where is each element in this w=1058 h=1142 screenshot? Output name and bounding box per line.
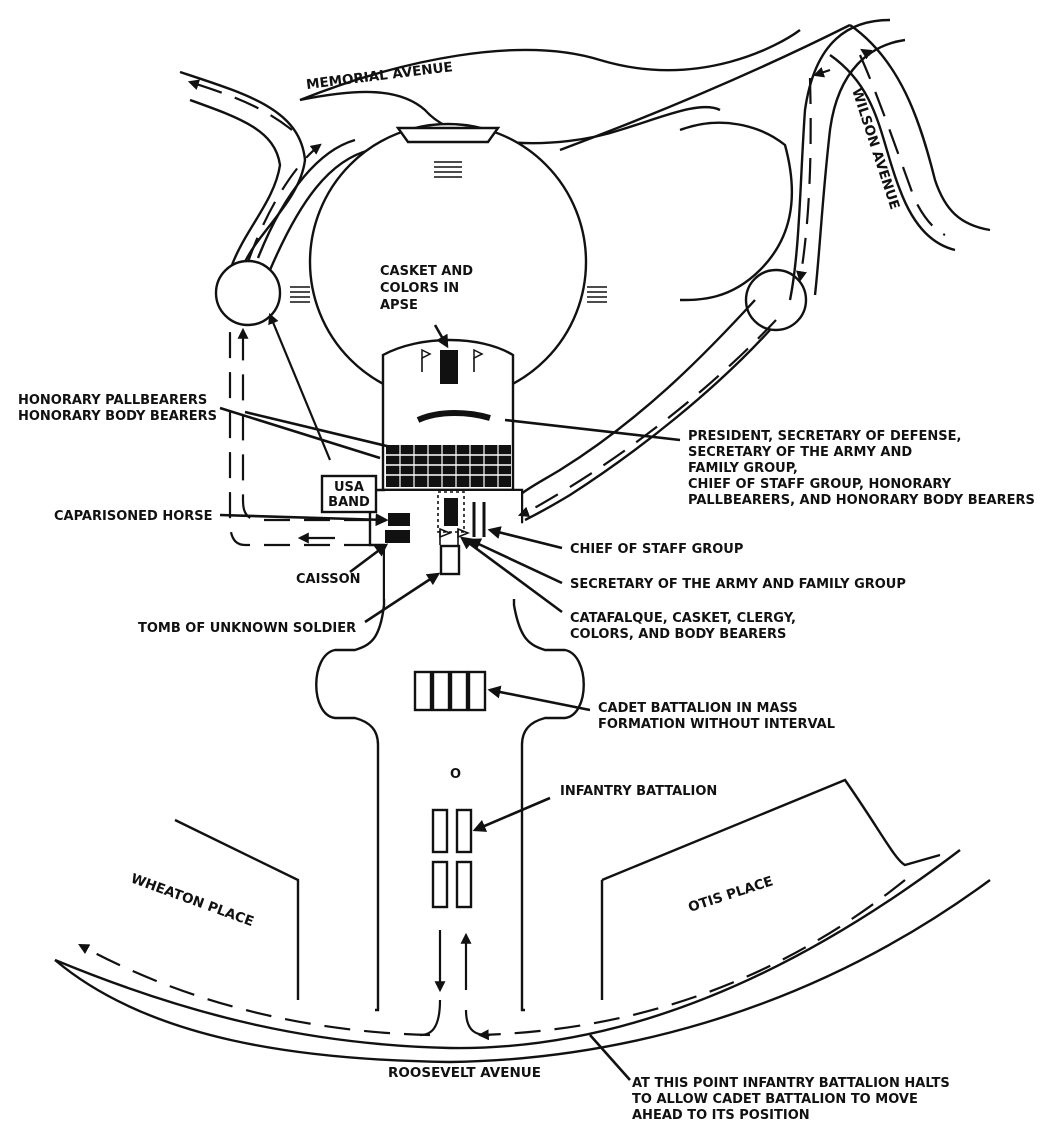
leader-lines bbox=[219, 324, 681, 1081]
caparisoned-horse-mark bbox=[388, 513, 410, 526]
caisson-mark bbox=[385, 530, 410, 543]
caparisoned-horse-label: CAPARISONED HORSE bbox=[54, 509, 213, 524]
otis-place-label: OTIS PLACE bbox=[686, 873, 775, 915]
infantry-battalion-formation bbox=[431, 808, 473, 909]
catafalque-boundary bbox=[437, 491, 465, 533]
halt-note-line-3: AHEAD TO ITS POSITION bbox=[632, 1108, 810, 1123]
president-group-line-4: CHIEF OF STAFF GROUP, HONORARY bbox=[688, 477, 952, 492]
president-group-line-1: PRESIDENT, SECRETARY OF DEFENSE, bbox=[688, 429, 961, 444]
president-group-line-5: PALLBEARERS, AND HONORARY BODY BEARERS bbox=[688, 493, 1035, 508]
chief-of-staff-label: CHIEF OF STAFF GROUP bbox=[570, 542, 743, 557]
infantry-label: INFANTRY BATTALION bbox=[560, 784, 717, 799]
tomb-of-unknown-soldier bbox=[439, 544, 461, 576]
plaza-and-mall bbox=[315, 488, 585, 1012]
apse-building bbox=[381, 338, 515, 492]
casket-apse-line-3: APSE bbox=[380, 298, 418, 313]
president-group-arc bbox=[416, 410, 491, 423]
wilson-avenue-label: WILSON AVENUE bbox=[848, 86, 902, 211]
catafalque-flags bbox=[439, 527, 471, 545]
chief-of-staff-group-marks bbox=[472, 502, 486, 537]
cadet-line-1: CADET BATTALION IN MASS bbox=[598, 701, 798, 716]
stage-trapezoid bbox=[395, 126, 501, 144]
amphitheater bbox=[290, 122, 607, 402]
marker-o: O bbox=[450, 767, 461, 782]
colors-flags-apse bbox=[421, 348, 484, 372]
steps-left bbox=[290, 286, 310, 303]
cadet-line-2: FORMATION WITHOUT INTERVAL bbox=[598, 717, 835, 732]
steps-right bbox=[587, 286, 607, 303]
honorary-seating bbox=[386, 445, 511, 487]
usa-band-line-1: USA bbox=[334, 480, 364, 495]
catafalque-line-1: CATAFALQUE, CASKET, CLERGY, bbox=[570, 611, 796, 626]
wheaton-place-label: WHEATON PLACE bbox=[129, 871, 256, 930]
halt-note-line-1: AT THIS POINT INFANTRY BATTALION HALTS bbox=[632, 1076, 950, 1091]
tomb-label: TOMB OF UNKNOWN SOLDIER bbox=[138, 621, 356, 636]
secretary-family-label: SECRETARY OF THE ARMY AND FAMILY GROUP bbox=[570, 577, 906, 592]
halt-note-line-2: TO ALLOW CADET BATTALION TO MOVE bbox=[632, 1092, 918, 1107]
casket-apse-line-1: CASKET AND bbox=[380, 264, 473, 279]
usa-band: USA BAND bbox=[320, 474, 378, 514]
catafalque-casket bbox=[444, 498, 458, 526]
roosevelt-avenue-label: ROOSEVELT AVENUE bbox=[388, 1065, 541, 1081]
honorary-line-2: HONORARY BODY BEARERS bbox=[18, 409, 217, 424]
honorary-line-1: HONORARY PALLBEARERS bbox=[18, 393, 207, 408]
caisson-label: CAISSON bbox=[296, 572, 361, 587]
procession-routes bbox=[78, 48, 946, 1041]
road-network bbox=[179, 18, 991, 522]
steps-top bbox=[434, 161, 462, 178]
casket-apse-line-2: COLORS IN bbox=[380, 281, 459, 296]
memorial-avenue-label: MEMORIAL AVENUE bbox=[305, 59, 453, 93]
president-group-line-2: SECRETARY OF THE ARMY AND bbox=[688, 445, 912, 460]
casket-in-apse bbox=[440, 350, 458, 384]
president-group-line-3: FAMILY GROUP, bbox=[688, 461, 798, 476]
callout-labels: CASKET AND COLORS IN APSE HONORARY PALLB… bbox=[18, 264, 1035, 1123]
cadet-battalion-formation bbox=[413, 670, 487, 712]
usa-band-line-2: BAND bbox=[328, 495, 370, 510]
lawns bbox=[54, 778, 991, 1064]
catafalque-line-2: COLORS, AND BODY BEARERS bbox=[570, 627, 786, 642]
